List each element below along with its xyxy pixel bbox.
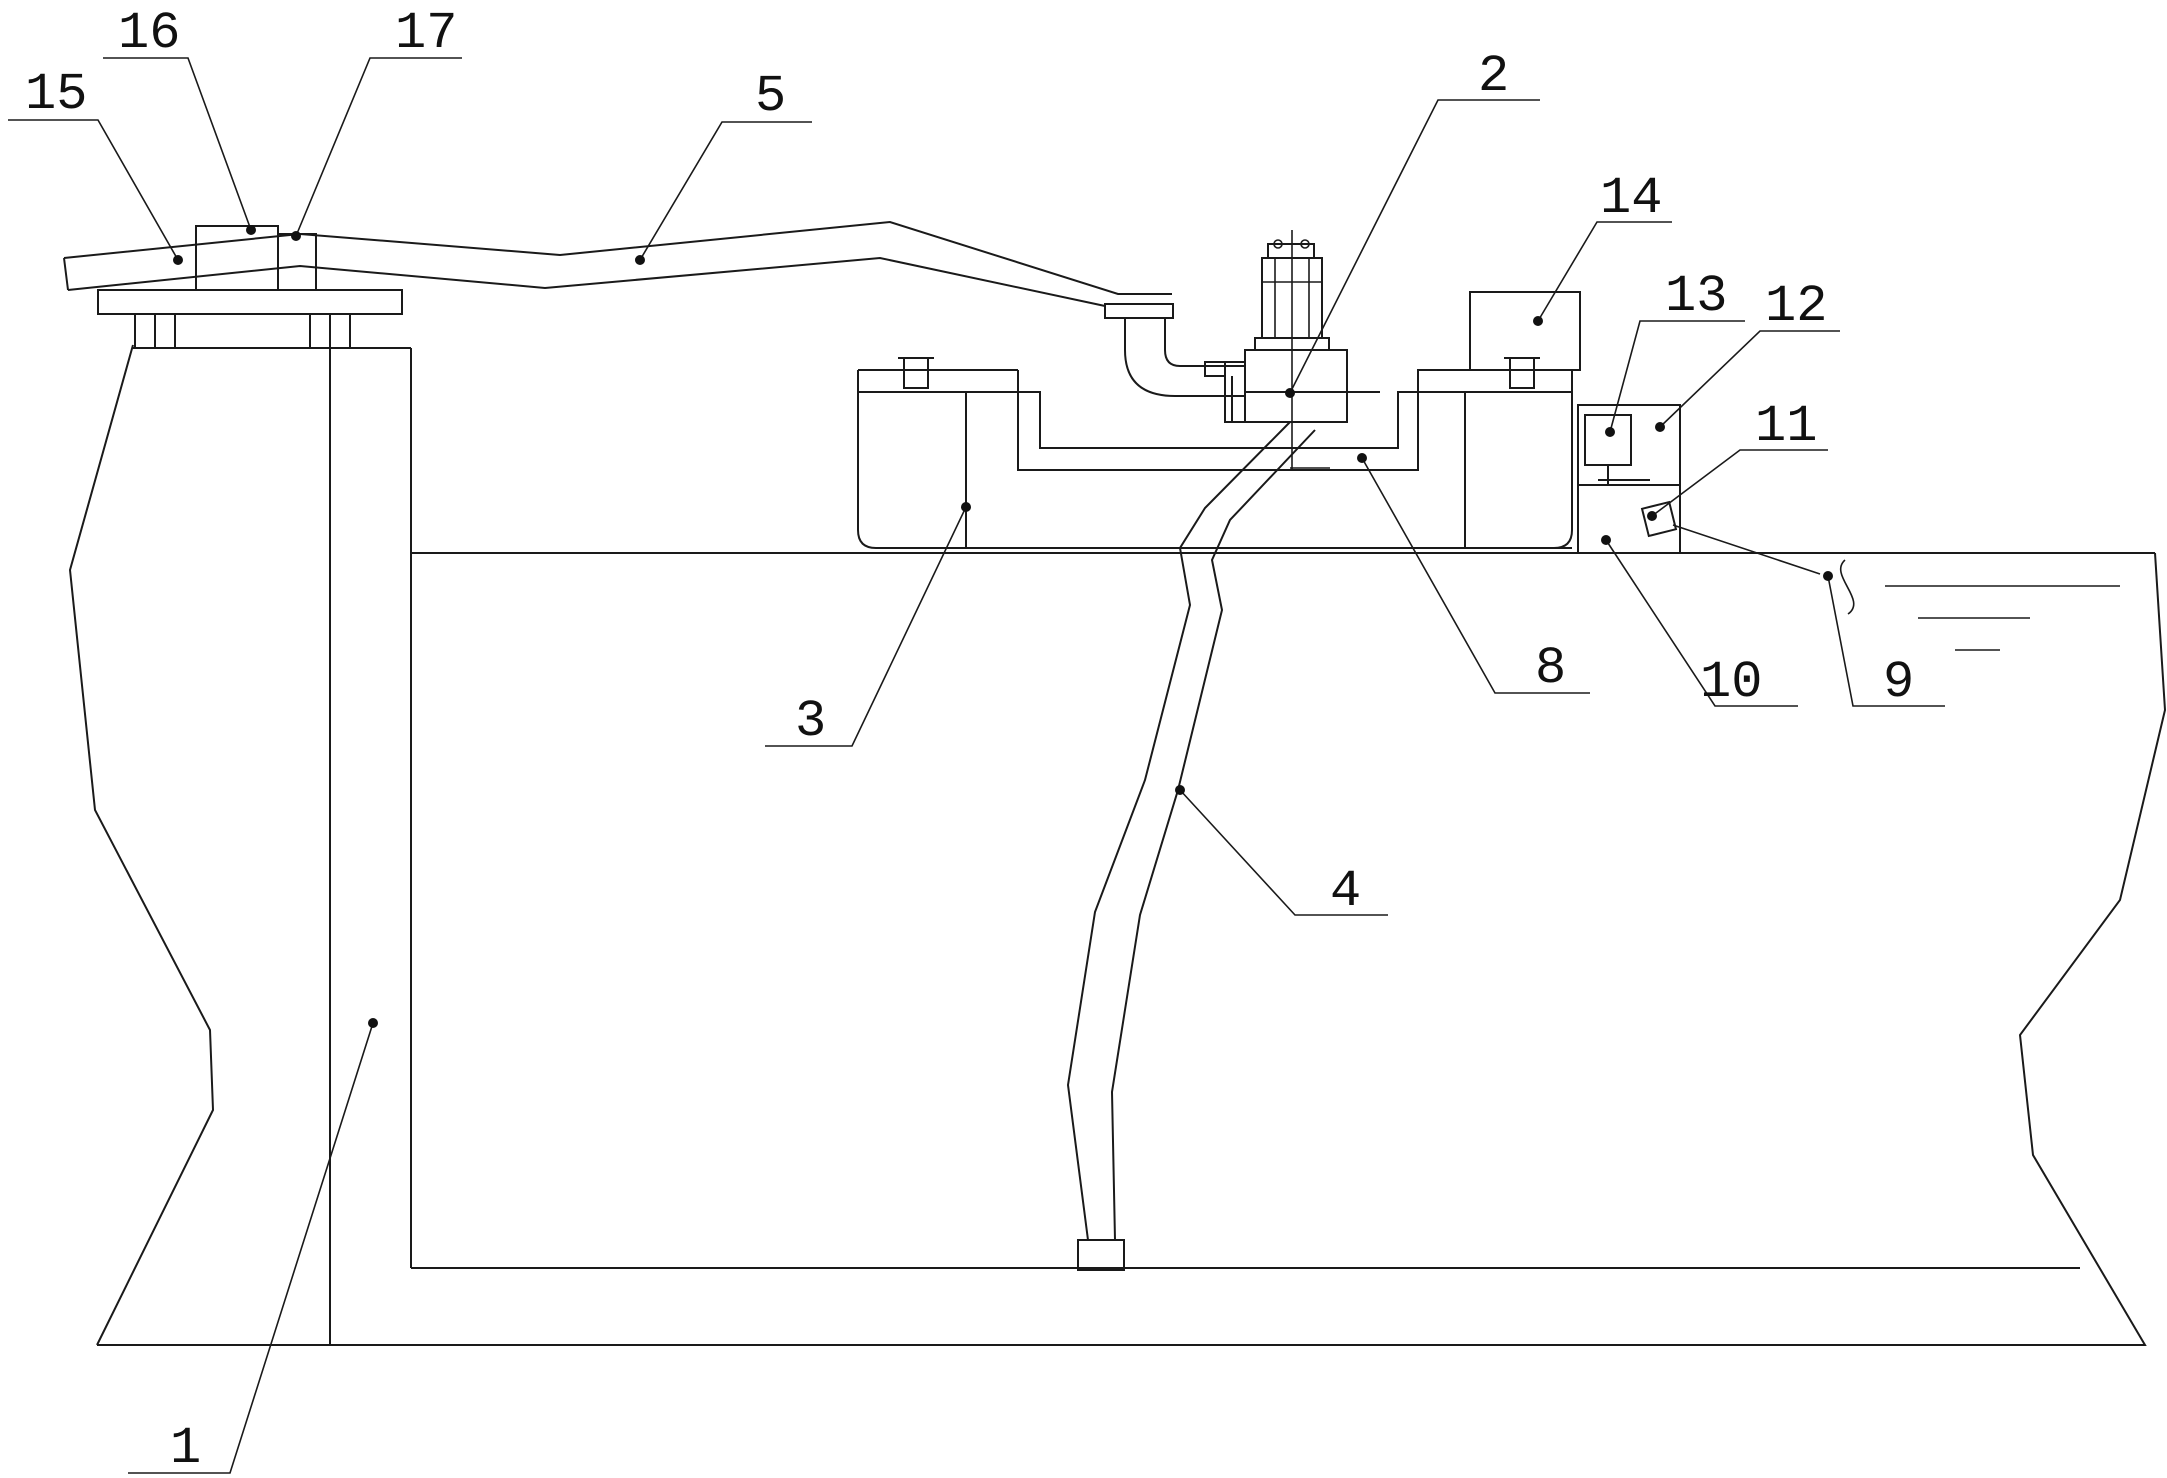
hose-end-left: [63, 257, 69, 291]
pool-right-break-line: [2018, 552, 2167, 1346]
clamp-17: [277, 233, 317, 291]
motor-lug-right: [1300, 239, 1310, 249]
dot-16: [246, 225, 256, 235]
label-1: 1: [170, 1419, 201, 1478]
motor-lug-left: [1273, 239, 1283, 249]
probe-line: [1672, 524, 1821, 575]
discharge-hose: [63, 220, 1174, 319]
pump-attachment: [1204, 361, 1226, 377]
leader-9: [1827, 575, 1945, 707]
leader-16: [103, 57, 252, 231]
dot-9: [1823, 571, 1833, 581]
clamp-16: [195, 225, 279, 291]
pool-left-break-line: [68, 344, 215, 1346]
leader-13: [1609, 320, 1745, 433]
platform-bolt-left-2: [154, 313, 176, 349]
housing-10: [1577, 484, 1681, 554]
pump-casing: [1244, 349, 1348, 423]
label-10: 10: [1700, 653, 1762, 712]
leader-10: [1605, 539, 1798, 707]
dot-13: [1605, 427, 1615, 437]
float-bolt-right: [1509, 357, 1535, 389]
label-15: 15: [25, 65, 87, 124]
leader-17: [295, 57, 462, 237]
label-3: 3: [795, 692, 826, 751]
platform-plate: [97, 289, 403, 315]
float-box-left: [857, 370, 1030, 549]
dot-11: [1647, 511, 1657, 521]
pump: [1204, 230, 1380, 470]
label-2: 2: [1478, 47, 1509, 106]
level-probe: [1672, 524, 2120, 651]
suction-hose: [1066, 421, 1316, 1271]
elbow-outer: [1124, 318, 1245, 397]
control-housing: [1577, 404, 1681, 554]
label-14: 14: [1600, 169, 1662, 228]
hose-flange: [1104, 303, 1174, 319]
platform-bolt-right-2: [329, 313, 351, 349]
platform-bolt-right: [309, 313, 331, 349]
tray-profile: [1017, 369, 1550, 471]
housing-12: [1577, 404, 1681, 486]
suction-hose-right: [1110, 429, 1316, 1241]
pool-tank: [68, 344, 2167, 1346]
elbow-inner: [1164, 318, 1245, 367]
label-16: 16: [118, 4, 180, 63]
dot-15: [173, 255, 183, 265]
label-9: 9: [1883, 653, 1914, 712]
float-frame: [857, 357, 1573, 549]
suction-strainer: [1077, 1239, 1125, 1271]
leader-8: [1361, 457, 1590, 694]
dot-14: [1533, 316, 1543, 326]
leader-4: [1179, 789, 1388, 916]
module-13: [1584, 414, 1632, 466]
hose-bottom-edge: [67, 256, 1106, 307]
tray-inner-profile: [858, 391, 1140, 449]
pump-coupling: [1224, 361, 1246, 423]
suction-hose-left: [1066, 421, 1291, 1241]
leader-dots: [173, 225, 1833, 1028]
reference-labels: 1 2 3 4 5 8 9 10 11 12 13 14 15 16 17: [25, 4, 1914, 1478]
probe-blade: [1839, 559, 1855, 615]
hose-top-edge: [63, 220, 1172, 295]
platform-bolt-left: [134, 313, 156, 349]
dot-10: [1601, 535, 1611, 545]
float-box-right: [1470, 370, 1573, 549]
label-13: 13: [1665, 267, 1727, 326]
wall-platform: [97, 289, 403, 349]
dot-3: [961, 502, 971, 512]
label-17: 17: [395, 4, 457, 63]
tray-inner-right: [1395, 391, 1572, 449]
dot-2: [1285, 388, 1295, 398]
leader-15: [8, 119, 179, 261]
label-12: 12: [1765, 277, 1827, 336]
leader-1: [128, 1022, 374, 1474]
leader-lines: [8, 57, 1945, 1474]
leader-3: [765, 506, 967, 747]
label-8: 8: [1535, 639, 1566, 698]
label-11: 11: [1755, 397, 1817, 456]
pump-elbow: [1124, 318, 1245, 397]
leader-5: [639, 121, 812, 261]
dot-12: [1655, 422, 1665, 432]
dot-17: [291, 231, 301, 241]
label-5: 5: [755, 67, 786, 126]
sensor-11: [1640, 500, 1678, 538]
float-bolt-left: [903, 357, 929, 389]
box-14: [1469, 291, 1581, 371]
leader-14: [1537, 221, 1672, 322]
leader-11: [1651, 449, 1828, 517]
leader-2: [1289, 99, 1540, 394]
dot-1: [368, 1018, 378, 1028]
label-4: 4: [1330, 862, 1361, 921]
leader-12: [1659, 330, 1840, 428]
dot-8: [1357, 453, 1367, 463]
dot-4: [1175, 785, 1185, 795]
dot-5: [635, 255, 645, 265]
